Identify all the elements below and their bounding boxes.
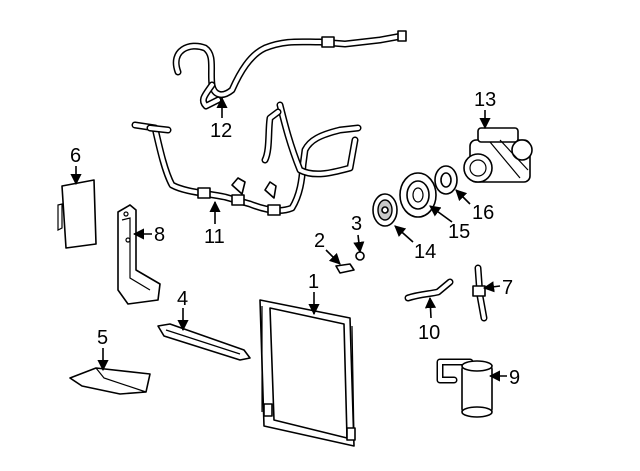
callout-15: 15: [448, 221, 470, 243]
part-3-nut[interactable]: [355, 251, 365, 261]
part-1-condenser[interactable]: [259, 299, 356, 447]
callout-10: 10: [418, 322, 440, 344]
callout-13: 13: [474, 89, 496, 111]
callout-11: 11: [204, 226, 225, 248]
callout-7: 7: [502, 277, 513, 299]
part-6-shield[interactable]: [57, 179, 97, 249]
callout-5: 5: [97, 327, 108, 349]
part-7-pressure-line[interactable]: [472, 264, 488, 322]
callout-14: 14: [414, 241, 436, 263]
callout-leaders: [70, 96, 507, 382]
callout-labels: 1 2 3 4 5 6 7 8 9 10 11 12 13 14 15 16: [70, 89, 520, 389]
part-8-bracket[interactable]: [117, 204, 161, 305]
part-15-pulley[interactable]: [399, 172, 437, 218]
part-14-clutch-plate[interactable]: [372, 193, 398, 227]
callout-6: 6: [70, 145, 81, 167]
part-16-clutch-hub[interactable]: [434, 165, 458, 195]
part-5-lower-shield[interactable]: [69, 367, 151, 395]
part-9-drier[interactable]: [436, 358, 493, 418]
callout-2: 2: [314, 230, 325, 252]
callout-1: 1: [308, 271, 319, 293]
part-2-clip[interactable]: [335, 263, 355, 274]
callout-9: 9: [509, 367, 520, 389]
part-12-hose[interactable]: [172, 30, 407, 110]
callout-12: 12: [210, 120, 232, 142]
part-13-compressor[interactable]: [463, 127, 533, 183]
part-10-hose[interactable]: [404, 278, 454, 302]
callout-4: 4: [177, 288, 188, 310]
callout-16: 16: [472, 202, 494, 224]
part-4-seal[interactable]: [157, 323, 251, 361]
callout-3: 3: [351, 213, 362, 235]
part-11-hose[interactable]: [131, 101, 362, 216]
callout-8: 8: [154, 224, 165, 246]
